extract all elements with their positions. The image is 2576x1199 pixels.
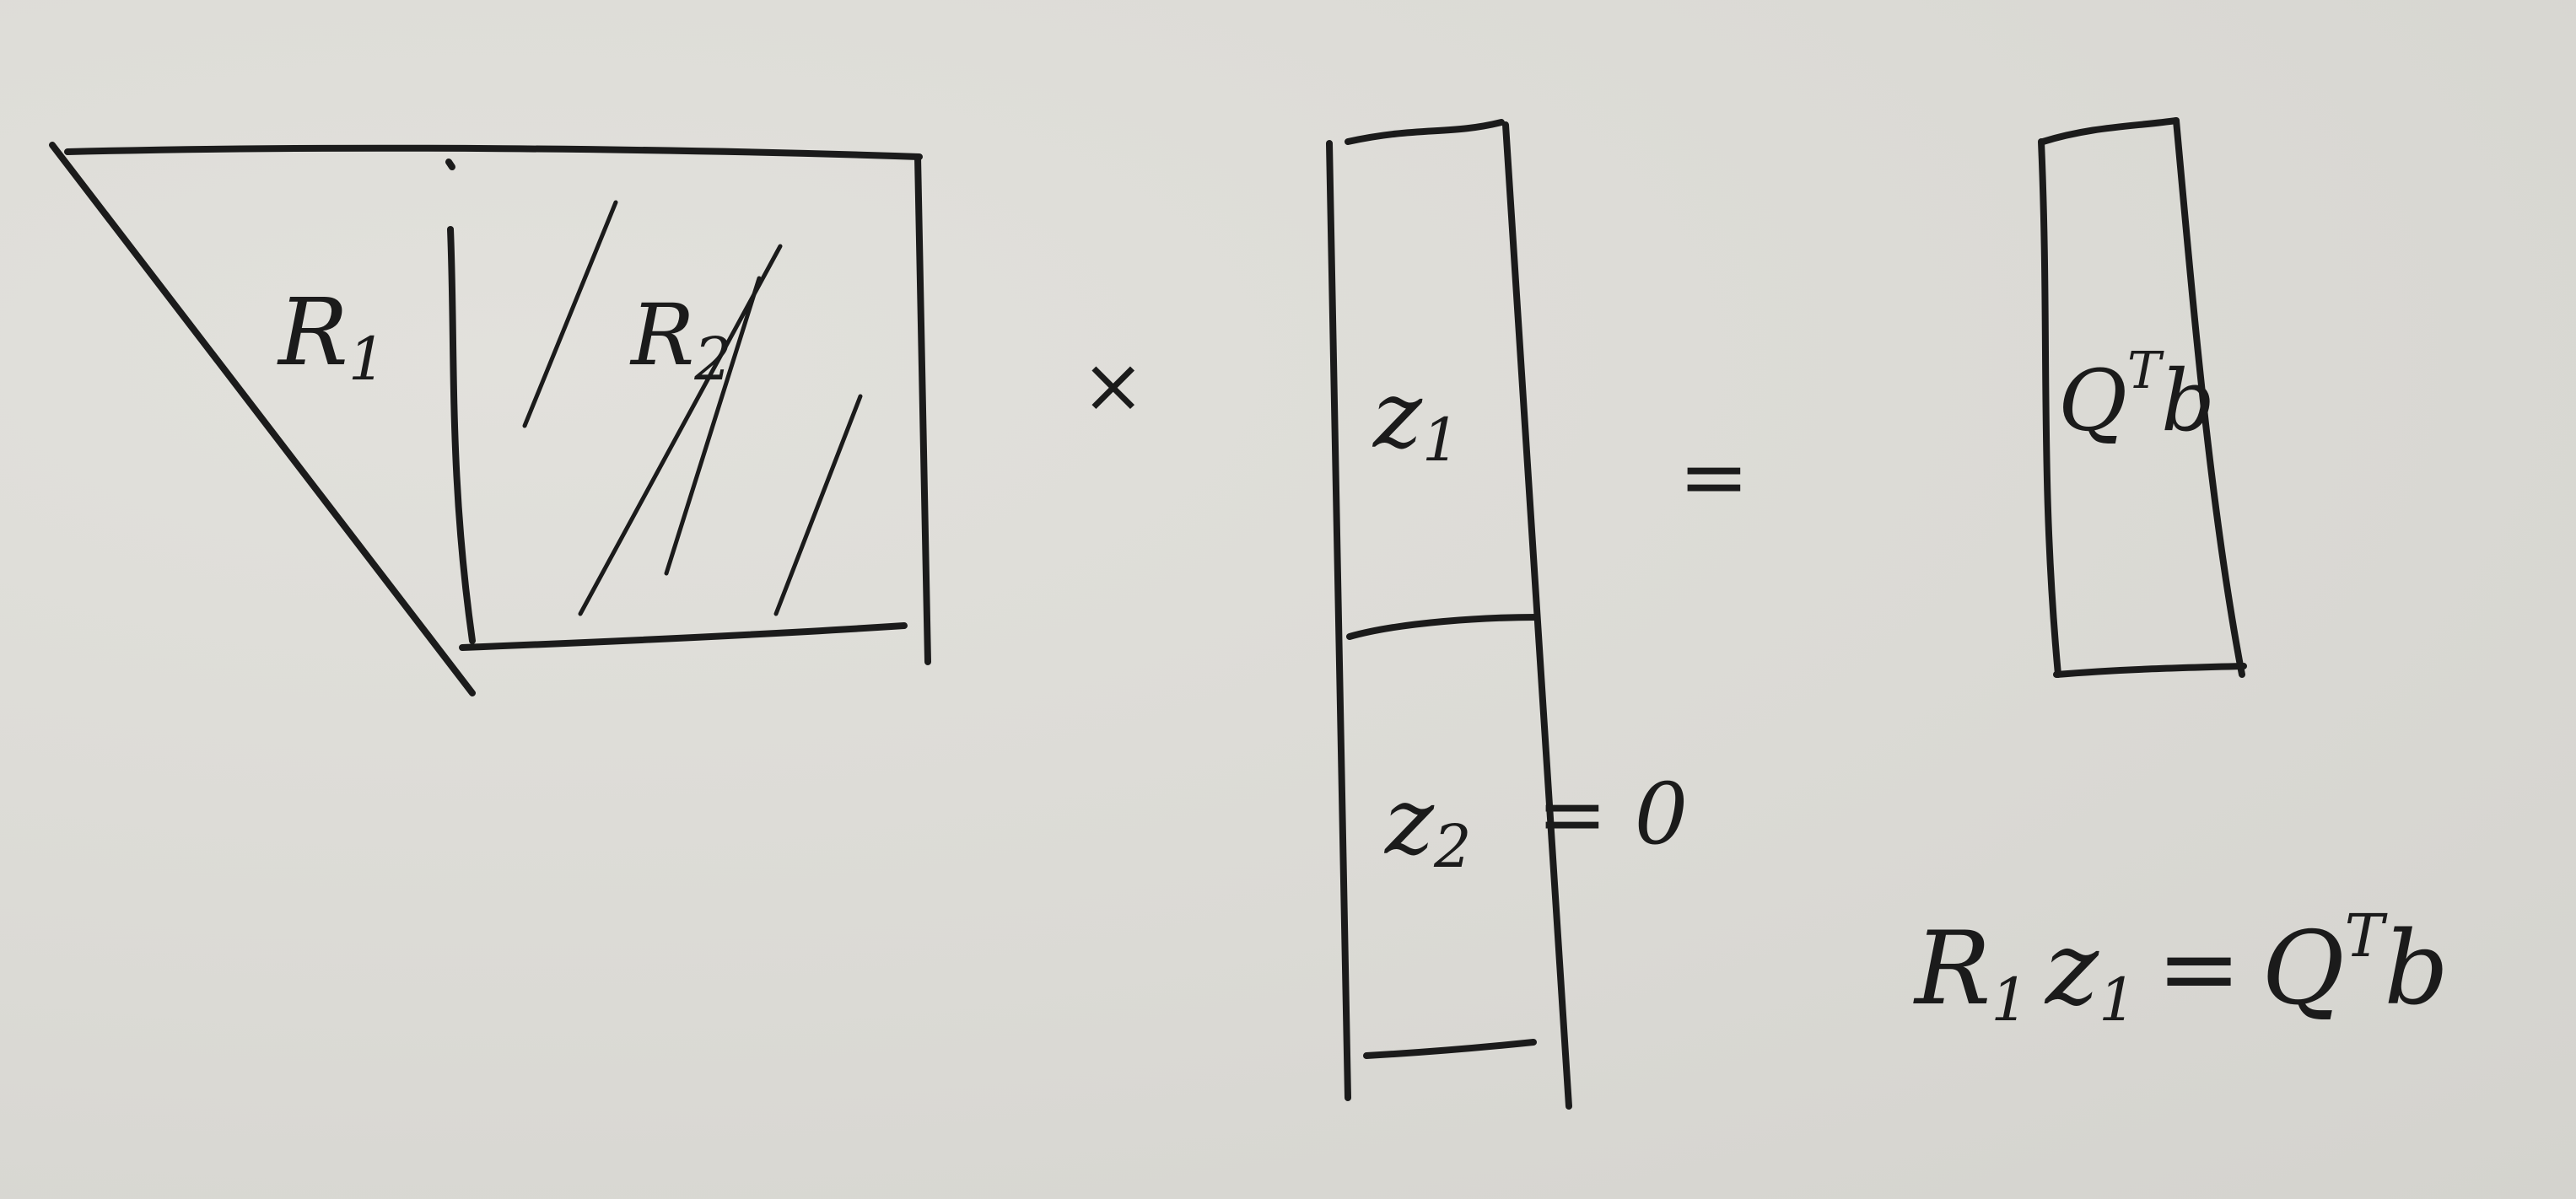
matrix-divider-tick (445, 159, 455, 170)
vector-qtb: QTb (2038, 117, 2247, 678)
vector-z-left (1326, 140, 1351, 1101)
matrix-top-edge (64, 144, 923, 160)
vector-qtb-bottom (2053, 663, 2247, 678)
block-matrix: R1 R2 (49, 142, 931, 696)
r2-label: R2 (629, 286, 732, 394)
matrix-divider (447, 226, 476, 644)
matrix-right-edge (914, 153, 931, 665)
vector-z-top (1345, 119, 1505, 145)
z1-label: z1 (1372, 361, 1460, 475)
vector-qtb-left (2038, 138, 2061, 678)
z2-value: = 0 (1537, 765, 1688, 863)
vector-qtb-right (2173, 117, 2245, 678)
matrix-bottom-edge (459, 622, 908, 651)
equals-sign: = (1679, 427, 1749, 526)
times-sign: × (1081, 341, 1145, 430)
z2-label: z2 (1383, 767, 1472, 881)
vector-qtb-top (2040, 117, 2180, 145)
hatch-stroke (522, 200, 618, 428)
vector-z: z1 z2 = 0 (1326, 119, 1688, 1110)
qtb-label: QTb (2058, 341, 2215, 450)
r1-label: R1 (277, 278, 385, 394)
matrix-diagonal (49, 142, 476, 696)
vector-z-partition (1346, 614, 1540, 640)
hatch-stroke (664, 276, 762, 576)
hatch-stroke (578, 244, 783, 616)
vector-z-right (1502, 121, 1572, 1110)
hatch-stroke (773, 394, 863, 616)
vector-z-bottom (1363, 1039, 1537, 1059)
